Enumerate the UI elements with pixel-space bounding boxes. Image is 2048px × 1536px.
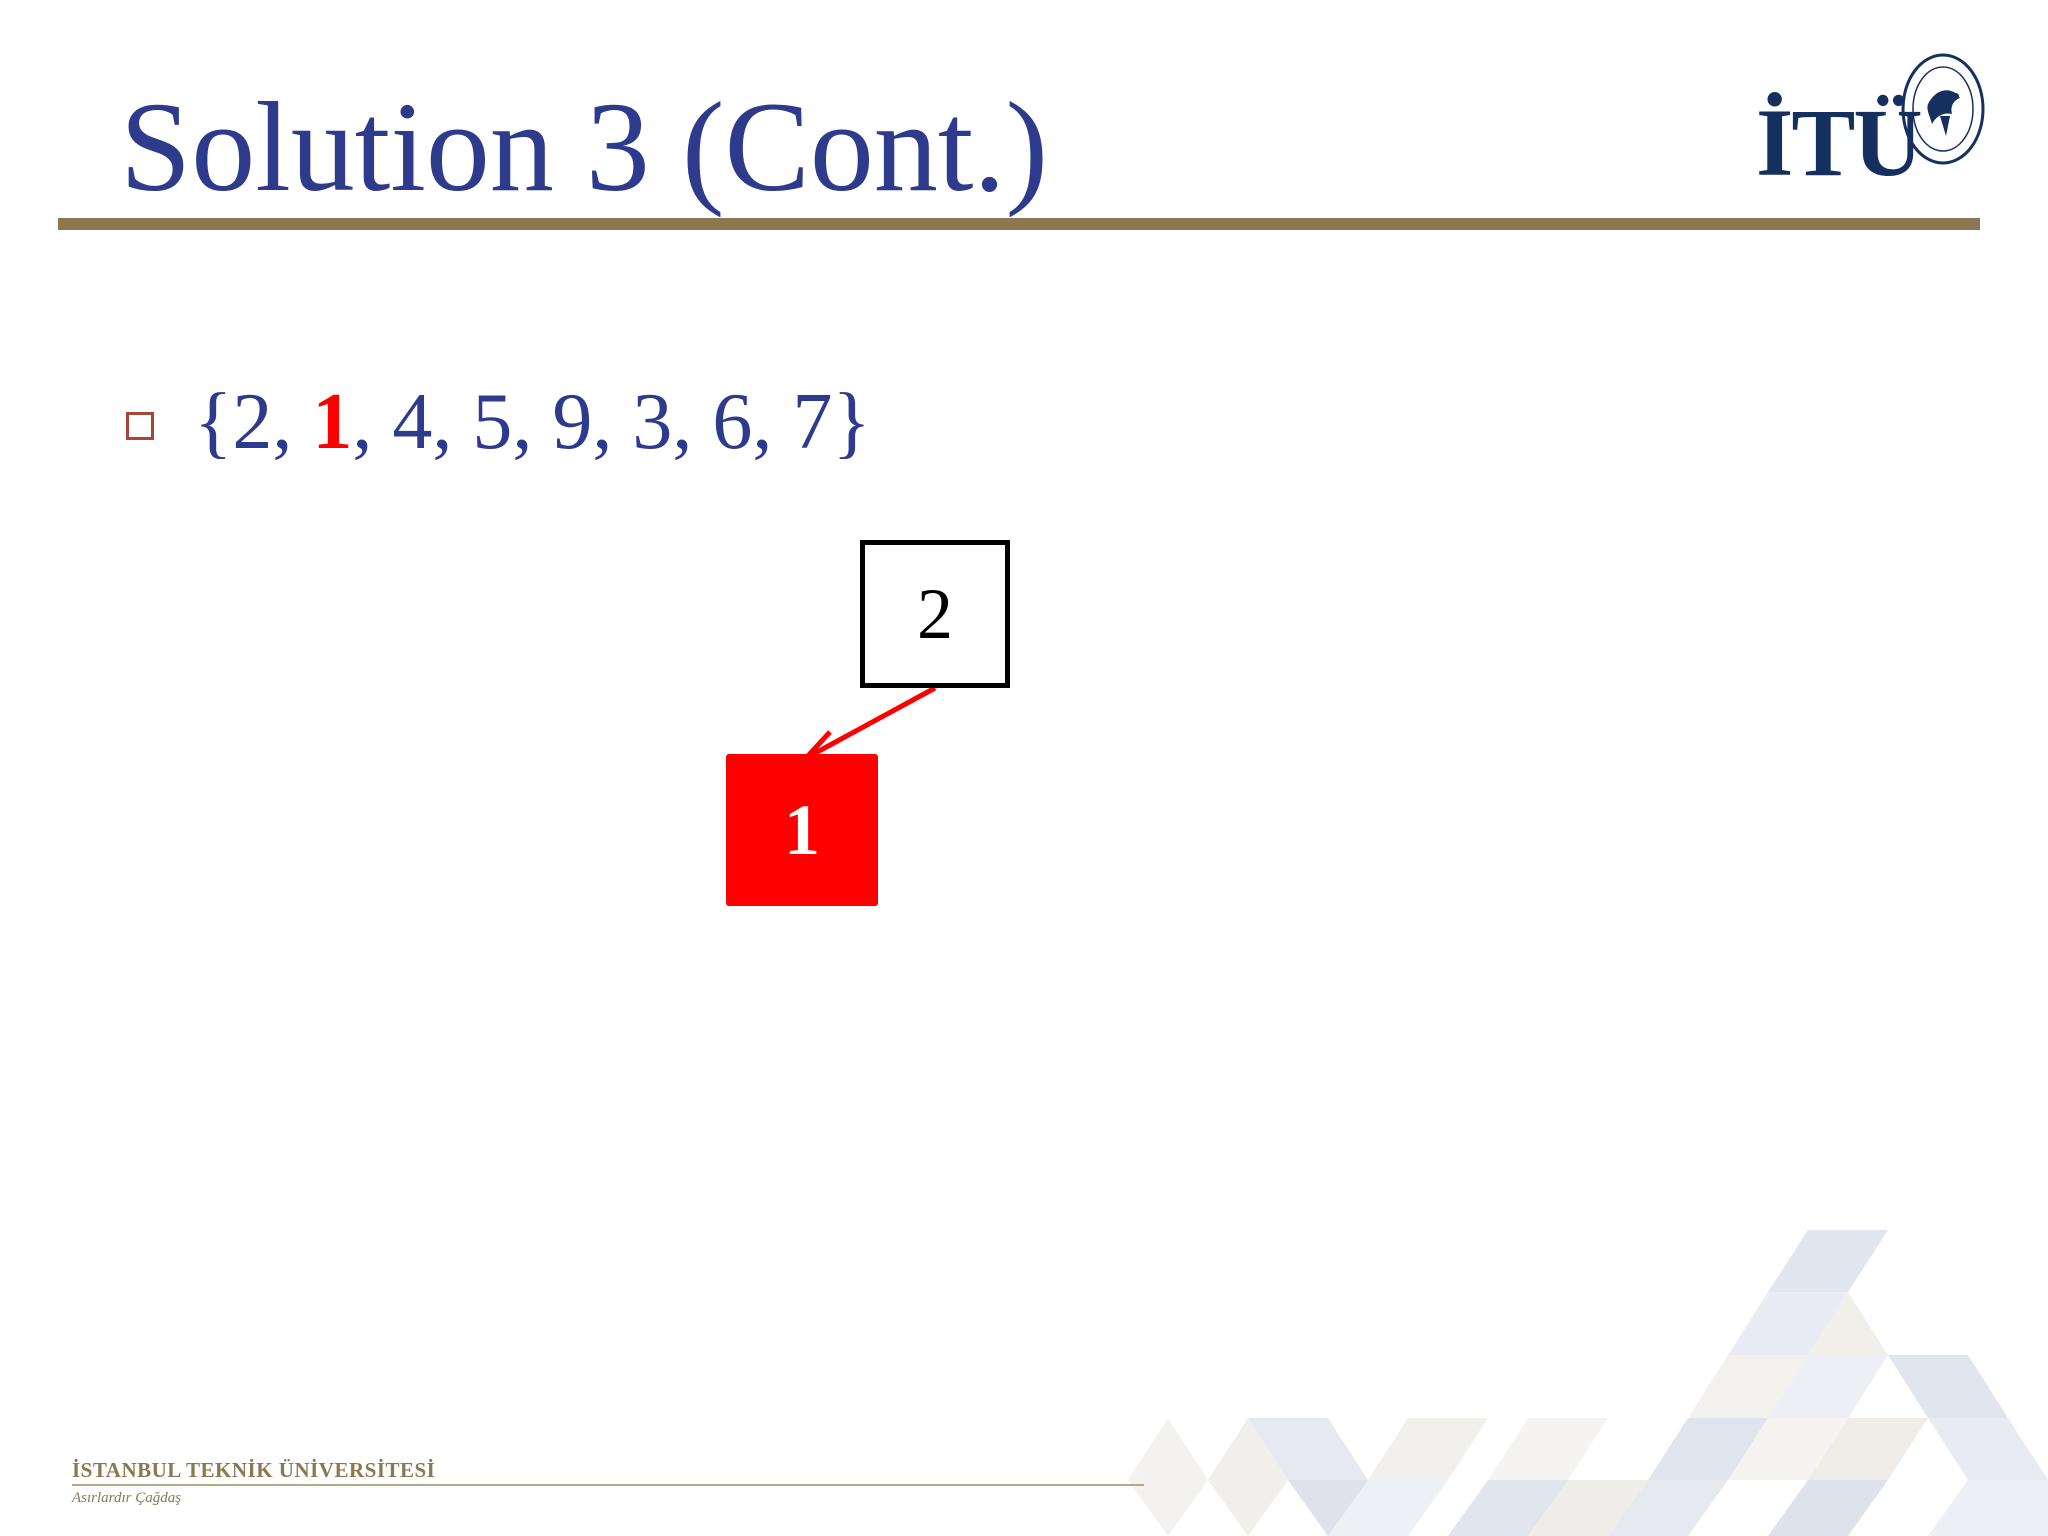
footer-university-name: İSTANBUL TEKNİK ÜNİVERSİTESİ bbox=[72, 1458, 436, 1482]
itu-seal-icon bbox=[1901, 53, 1985, 165]
footer-divider bbox=[72, 1484, 1144, 1486]
tree-node-root: 2 bbox=[860, 540, 1010, 688]
sequence-open: {2, bbox=[194, 378, 313, 466]
title-divider bbox=[58, 218, 1980, 230]
slide-title: Solution 3 (Cont.) bbox=[120, 76, 1049, 218]
logo-wordmark: İTÜ bbox=[1756, 89, 1923, 196]
sequence-highlight: 1 bbox=[312, 378, 353, 466]
square-bullet-icon bbox=[126, 412, 154, 440]
sequence-rest: , 4, 5, 9, 3, 6, 7} bbox=[352, 378, 871, 466]
footer-tagline: Asırlardır Çağdaş bbox=[72, 1490, 182, 1506]
tree-node-child: 1 bbox=[726, 754, 878, 906]
number-sequence: {2, 1, 4, 5, 9, 3, 6, 7} bbox=[194, 372, 871, 472]
itu-logo: İTÜ bbox=[1750, 52, 1986, 196]
